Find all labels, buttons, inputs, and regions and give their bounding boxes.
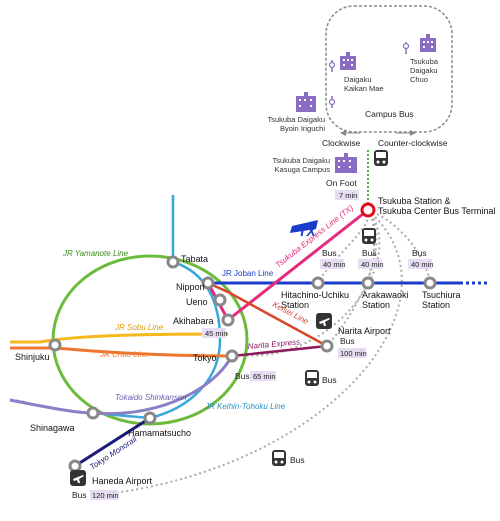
- akihabara-label: Akihabara: [173, 316, 214, 326]
- tsukuba-station-node: [360, 202, 376, 218]
- on-foot-time-tag: [335, 190, 359, 200]
- university-building-icon: [340, 52, 356, 70]
- airplane-icon: [316, 313, 332, 329]
- bus-time-tokyo: 65 min: [253, 372, 276, 381]
- university-building-icon: [420, 34, 436, 52]
- hamamatsucho-label: Hamamatsucho: [128, 428, 191, 438]
- bus-label-narita: Bus: [340, 336, 355, 346]
- bus-label-haneda-road: Bus: [290, 455, 305, 465]
- byoin-stop-marker: [328, 96, 336, 108]
- shinkansen-line: [9, 355, 234, 416]
- shinkansen-line-label: Tokaido Shinkansen: [115, 393, 187, 402]
- narita-label: Narita Airport: [338, 326, 391, 336]
- counter-clockwise-label: Counter-clockwise: [378, 138, 448, 148]
- chuo-line: [10, 346, 233, 358]
- yamanote-line-label: JR Yamanote Line: [62, 249, 129, 258]
- bus-time-tsuchiura: 40 min: [411, 260, 434, 269]
- bus-icon: [374, 150, 388, 166]
- tokyo-label: Tokyo: [193, 353, 217, 363]
- bus-time-arakawaoki: 40 min: [361, 260, 384, 269]
- kaikan-stop-marker: [328, 60, 336, 72]
- ueno-station-node: [213, 293, 227, 307]
- shinjuku-label: Shinjuku: [15, 352, 50, 362]
- bus-icon: [305, 370, 319, 386]
- hamamatsucho-station-node: [143, 411, 157, 425]
- bus-route-tokyo: [231, 209, 381, 357]
- tx-logo: TX: [290, 220, 318, 239]
- akihabara-time: 45 min: [205, 329, 228, 338]
- akihabara-station-node: [221, 313, 235, 327]
- bus-label-haneda: Bus: [72, 490, 87, 500]
- bus-icon: [272, 450, 286, 466]
- hitachino-station-node: [311, 276, 325, 290]
- bus-label-road: Bus: [322, 375, 337, 385]
- bus-label-tokyo: Bus: [235, 371, 250, 381]
- narita-station-node: [320, 339, 334, 353]
- svg-text:TX: TX: [298, 223, 318, 239]
- haneda-label: Haneda Airport: [92, 476, 153, 486]
- sobu-line-label: JR Sobu Line: [114, 323, 164, 332]
- akihabara-time-tag: [202, 328, 226, 338]
- bus-label-tsuchiura: Bus: [412, 248, 427, 258]
- on-foot-time: 7 min: [339, 191, 357, 200]
- nippori-label: Nippori: [176, 282, 205, 292]
- tabata-station-node: [166, 255, 180, 269]
- ueno-label: Ueno: [186, 297, 208, 307]
- bus-icon: [362, 228, 376, 244]
- shinagawa-label: Shinagawa: [30, 423, 75, 433]
- tsuchiura-station-node: [423, 276, 437, 290]
- bus-route-haneda: [97, 209, 403, 496]
- tabata-label: Tabata: [181, 254, 208, 264]
- arakawaoki-station-node: [361, 276, 375, 290]
- hospital-building-icon: [296, 92, 316, 112]
- narita-express-line: [231, 344, 328, 358]
- joban-line-label: JR Joban Line: [222, 269, 274, 278]
- chuo-line-label: JR Chuo Line: [99, 350, 149, 359]
- bus-time-hitachino: 40 min: [323, 260, 346, 269]
- campus-bus-loop: [325, 5, 453, 133]
- clockwise-arrow-icon: [340, 130, 360, 136]
- bus-time-narita: 100 min: [340, 349, 367, 358]
- on-foot-label: On Foot: [326, 178, 357, 188]
- bus-time-haneda: 120 min: [92, 491, 119, 500]
- sobu-line: [10, 332, 229, 344]
- haneda-station-node: [68, 459, 82, 473]
- bus-route-tsuchiura: [367, 209, 431, 283]
- keihin-tohoku-line: [92, 195, 222, 420]
- monorail-line: [74, 416, 151, 468]
- keihin-line-label: JR Keihin-Tohoku Line: [204, 402, 286, 411]
- airplane-icon: [70, 470, 86, 486]
- tsukuba-station-label: Tsukuba Station &Tsukuba Center Bus Term…: [378, 196, 495, 216]
- clockwise-label: Clockwise: [322, 138, 361, 148]
- tokyo-station-node: [225, 349, 239, 363]
- shinjuku-station-node: [48, 338, 62, 352]
- bus-route-arakawaoki: [367, 209, 376, 283]
- nippori-station-node: [201, 276, 215, 290]
- keisei-line: [207, 281, 328, 348]
- shinagawa-station-node: [86, 406, 100, 420]
- campus-bus-label: Campus Bus: [365, 109, 414, 119]
- bus-label-hitachino: Bus: [322, 248, 337, 258]
- bus-label-arakawaoki: Bus: [362, 248, 377, 258]
- kasuga-building-icon: [335, 153, 357, 173]
- chuo-stop-marker: [402, 42, 410, 54]
- counter-clockwise-arrow-icon: [396, 130, 416, 136]
